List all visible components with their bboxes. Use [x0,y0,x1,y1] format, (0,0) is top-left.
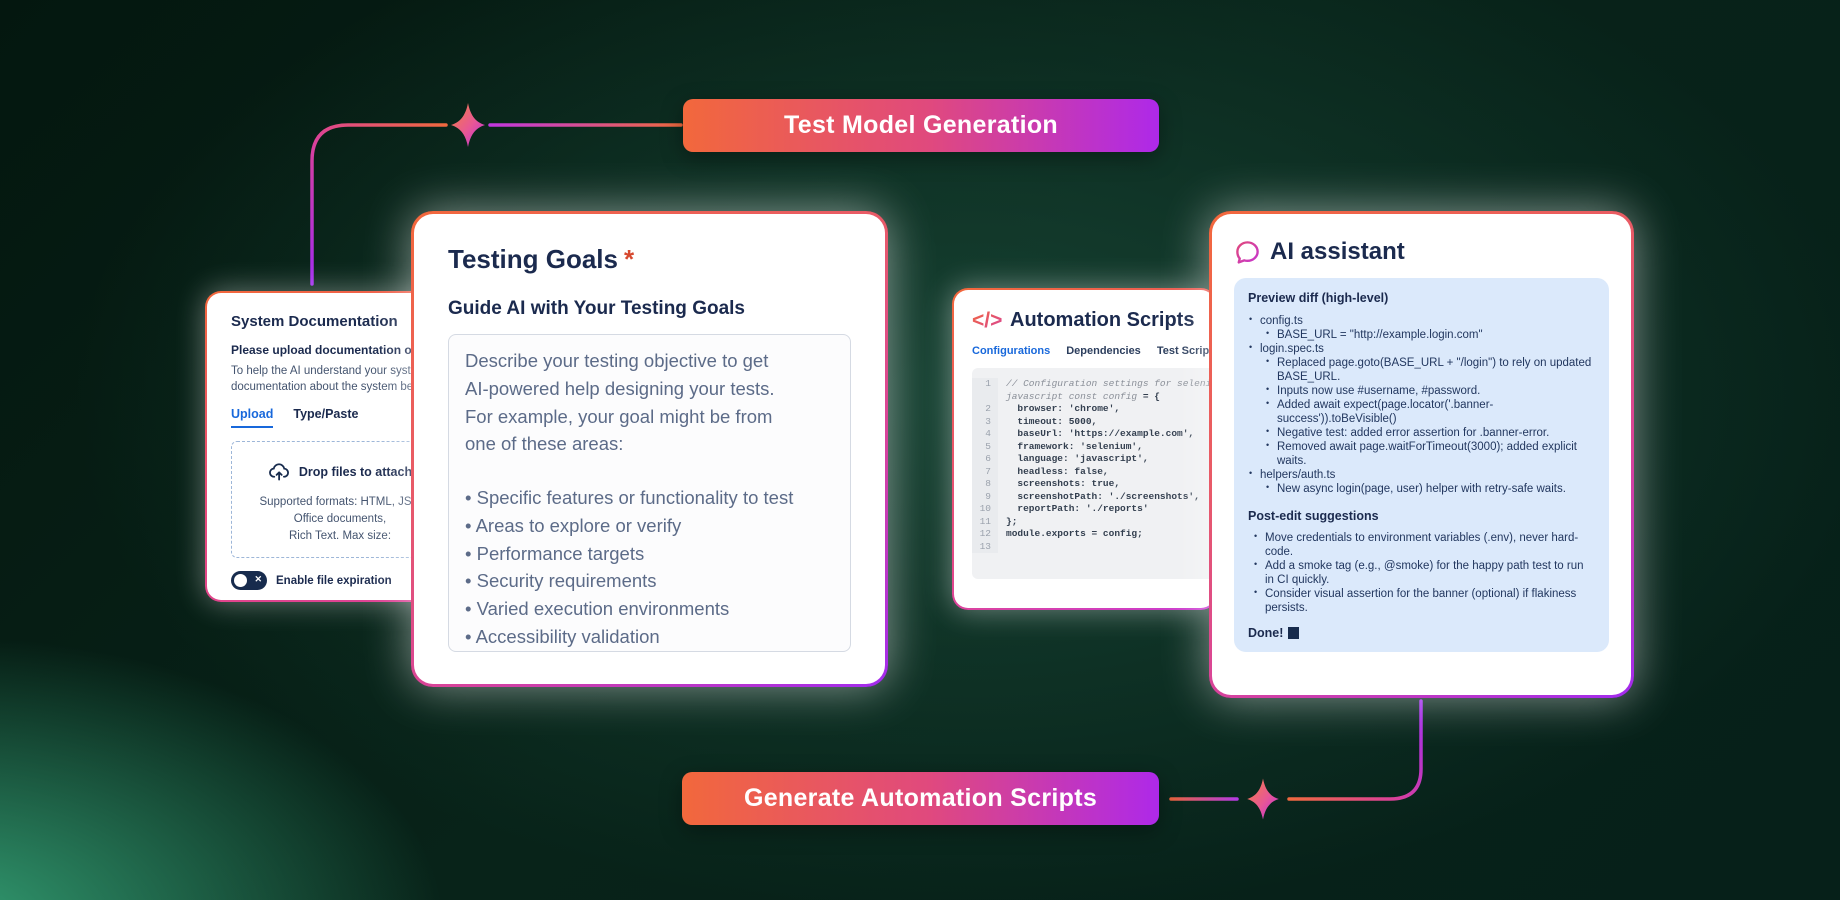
testing-goals-card: Testing Goals* Guide AI with Your Testin… [411,211,888,687]
preview-diff-heading: Preview diff (high-level) [1248,291,1389,305]
testing-goals-subtitle: Guide AI with Your Testing Goals [448,298,745,319]
file-expiration-toggle[interactable]: ✕ [231,571,267,590]
required-asterisk: * [624,244,635,274]
placeholder-line: one of these areas: [465,433,624,455]
code-row: 3 timeout: 5000, [972,415,1215,428]
placeholder-bullet: • Performance targets [465,542,645,564]
test-model-generation-banner[interactable]: Test Model Generation [683,99,1159,152]
chat-bubble-icon [1236,240,1259,264]
system-documentation-card: System Documentation Please upload docum… [205,291,445,602]
automation-scripts-card: </> Automation Scripts Configurations Dep… [952,288,1217,610]
scripts-tab-configurations[interactable]: Configurations [972,345,1051,357]
scripts-tab-dependencies[interactable]: Dependencies [1066,345,1141,357]
connector-top-left [310,123,448,286]
file-dropzone[interactable]: Drop files to attach Supported formats: … [231,441,443,558]
toggle-x-icon: ✕ [254,574,262,584]
placeholder-bullet: • Specific features or functionality to … [465,487,794,508]
format-line: Office documents, [293,513,387,525]
sysdoc-tab-type-paste[interactable]: Type/Paste [293,407,359,421]
connector-bottom-right [1287,699,1423,801]
done-status: Done! [1248,626,1593,640]
code-row: javascript const config = { [972,390,1215,403]
diff-change: Replaced page.goto(BASE_URL + "/login") … [1265,356,1593,384]
suggestion-item: Add a smoke tag (e.g., @smoke) for the h… [1253,559,1593,587]
diff-file: helpers/auth.ts [1248,468,1593,482]
code-row: 4 baseUrl: 'https://example.com', [972,428,1215,441]
placeholder-line: Describe your testing objective to get [465,350,769,371]
done-label: Done! [1248,626,1284,641]
sysdoc-tab-upload[interactable]: Upload [231,407,274,428]
diff-file: login.spec.ts [1248,342,1593,356]
code-row: 2 browser: 'chrome', [972,403,1215,416]
code-row: 9 screenshotPath: './screenshots', [972,490,1215,503]
config-code-viewer: 1// Configuration settings for selenium … [972,368,1215,579]
sparkle-icon [451,103,485,147]
suggestion-item: Move credentials to environment variable… [1253,531,1593,559]
placeholder-line: AI-powered help designing your tests. [465,377,775,399]
diff-change: Added await expect(page.locator('.banner… [1265,398,1593,426]
placeholder-bullet: • Security requirements [465,570,657,592]
ai-assistant-card: AI assistant Preview diff (high-level) c… [1209,211,1634,698]
upload-help-line: documentation about the system bein [231,381,423,393]
placeholder-line: For example, your goal might be from [465,405,773,427]
testing-goals-title: Testing Goals* [448,244,851,275]
testing-goals-title-text: Testing Goals [448,244,618,274]
code-row: 10 reportPath: './reports' [972,503,1215,516]
suggestion-item: Consider visual assertion for the banner… [1253,587,1593,615]
cursor-block [1288,627,1300,640]
generate-automation-scripts-button[interactable]: Generate Automation Scripts [682,772,1159,825]
automation-scripts-title: Automation Scripts [1010,308,1195,331]
code-row: 1// Configuration settings for selenium … [972,378,1215,391]
diff-change: Removed await page.waitForTimeout(3000);… [1265,440,1593,468]
placeholder-bullet: • Accessibility validation [465,625,660,647]
diff-change: BASE_URL = "http://example.login.com" [1265,328,1593,342]
system-documentation-title: System Documentation [231,313,398,330]
supported-formats-text: Supported formats: HTML, JSO Office docum… [236,494,443,545]
placeholder-bullet: • Areas to explore or verify [465,514,682,536]
diff-change: Inputs now use #username, #password. [1265,384,1593,398]
svg-text:</>: </> [972,309,1002,332]
diff-change: Negative test: added error assertion for… [1265,426,1593,440]
ai-response-panel: Preview diff (high-level) config.tsBASE_… [1234,278,1609,653]
diff-file: config.ts [1248,314,1593,328]
toggle-knob [234,574,247,587]
diff-change: New async login(page, user) helper with … [1265,482,1593,496]
post-edit-suggestions-heading: Post-edit suggestions [1248,509,1379,524]
placeholder-bullet: • Varied execution environments [465,598,730,619]
format-line: Rich Text. Max size: [288,530,392,542]
code-row: 5 framework: 'selenium', [972,440,1215,453]
code-row: 13 [972,540,1215,553]
format-line: Supported formats: HTML, JSO [259,496,421,508]
ai-assistant-title: AI assistant [1270,238,1405,265]
upload-instruction: Please upload documentation or (typ [231,343,442,357]
code-row: 7 headless: false, [972,465,1215,478]
sparkle-icon [1247,778,1279,820]
suggestions-list: Move credentials to environment variable… [1248,531,1593,615]
toggle-label: Enable file expiration [276,574,392,587]
code-row: 8 screenshots: true, [972,478,1215,491]
scripts-tabs: Configurations Dependencies Test Scripts [972,345,1217,357]
code-row: 11}; [972,515,1215,528]
code-row: 6 language: 'javascript', [972,453,1215,466]
cloud-upload-icon [268,463,289,481]
upload-tabs: Upload Type/Paste [231,407,443,428]
upload-help-line: To help the AI understand your system [231,365,427,377]
scripts-tab-test-scripts[interactable]: Test Scripts [1156,345,1217,357]
code-icon: </> [972,309,1002,332]
diff-list: config.tsBASE_URL = "http://example.logi… [1248,314,1593,496]
dropzone-label: Drop files to attach [298,464,413,479]
